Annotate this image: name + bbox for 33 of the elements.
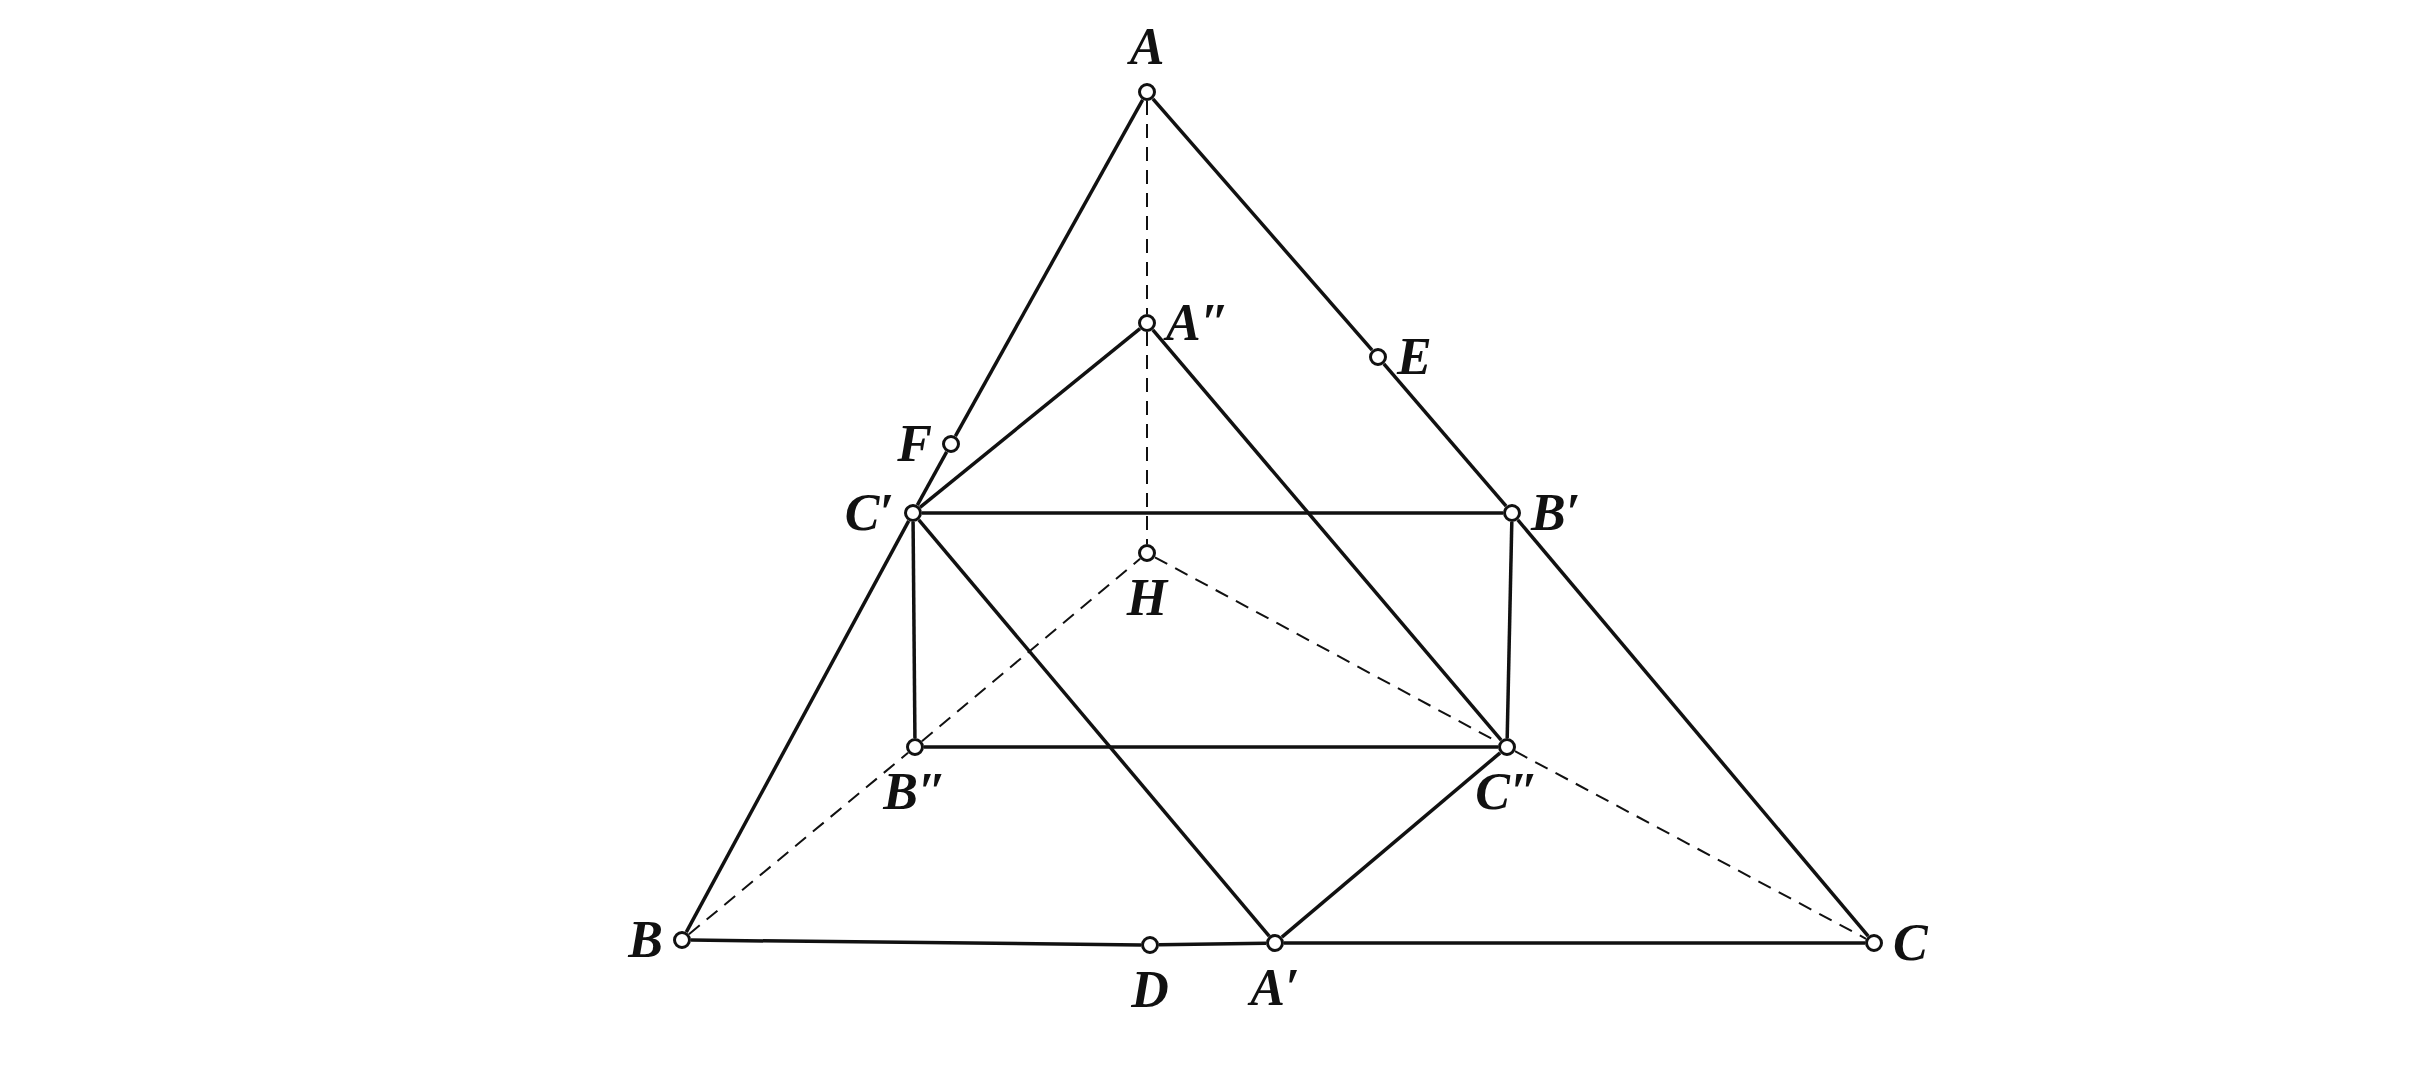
line-segment bbox=[922, 511, 1503, 515]
dashed-line bbox=[1146, 100, 1148, 315]
point-label: D bbox=[1131, 964, 1169, 1016]
point-label: B″ bbox=[883, 766, 947, 818]
line-segment bbox=[1280, 751, 1502, 939]
line-segment bbox=[911, 522, 917, 738]
dashed-line bbox=[920, 557, 1142, 743]
point-label: C″ bbox=[1475, 766, 1539, 818]
point-label: C bbox=[1893, 917, 1928, 969]
point-label: B bbox=[628, 914, 663, 966]
line-segment bbox=[1151, 97, 1374, 352]
point-label: B′ bbox=[1531, 487, 1581, 539]
line-segment bbox=[953, 99, 1145, 437]
line-segment bbox=[1158, 941, 1267, 947]
line-segment bbox=[684, 520, 911, 933]
point-label: C′ bbox=[844, 487, 894, 539]
point-label: F bbox=[897, 418, 932, 470]
line-segment bbox=[1284, 941, 1865, 945]
line-segment bbox=[917, 518, 1271, 938]
dashed-line bbox=[1146, 331, 1148, 545]
point-label: E bbox=[1397, 331, 1432, 383]
dashed-line bbox=[687, 751, 910, 936]
dashed-line bbox=[1513, 750, 1868, 940]
point-label: A bbox=[1129, 21, 1165, 73]
line-segment bbox=[915, 451, 949, 506]
line-segment bbox=[918, 327, 1142, 509]
line-segment bbox=[1151, 328, 1503, 742]
line-segment bbox=[1382, 362, 1508, 508]
line-segment bbox=[1505, 521, 1514, 739]
point-label: H bbox=[1126, 572, 1168, 624]
line-segment bbox=[924, 745, 1498, 749]
line-segment bbox=[691, 938, 1141, 947]
line-segment bbox=[1516, 518, 1870, 938]
